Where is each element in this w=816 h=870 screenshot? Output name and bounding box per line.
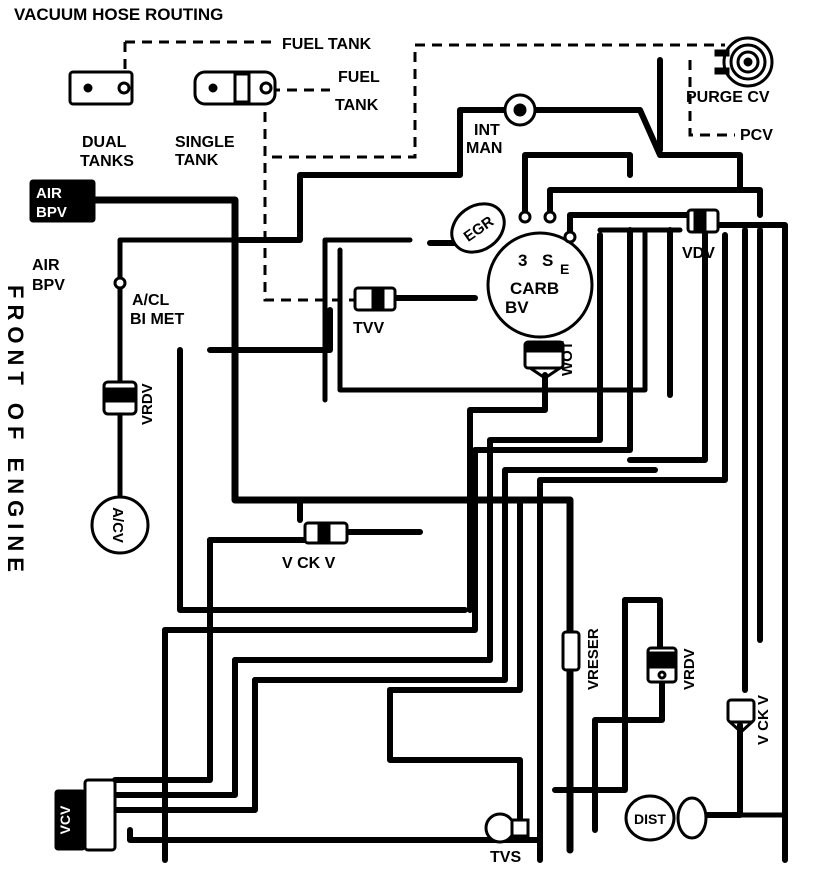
man-label: MAN — [466, 140, 502, 157]
tanks-label: TANKS — [80, 153, 134, 170]
vreser-reservoir — [561, 630, 581, 672]
carburetor: 3 S E CARB BV — [486, 210, 594, 339]
fuel-label: FUEL — [338, 69, 380, 86]
tvs-switch — [484, 812, 530, 844]
vckv-mid-label: V CK V — [282, 555, 336, 572]
bpv-label: BPV — [32, 277, 65, 294]
vckv-mid-valve — [303, 521, 349, 545]
air-bpv-box-label-1: AIR — [36, 185, 62, 202]
int-label: INT — [474, 122, 500, 139]
wot-switch — [523, 340, 565, 380]
carb-bv-label: BV — [505, 298, 529, 317]
vckv-right-valve — [726, 698, 756, 734]
single-tank-dash-down — [263, 95, 360, 302]
vrdv-right-label: VRDV — [681, 648, 698, 690]
distributor: DIST — [624, 794, 708, 842]
carb-port-e-label: E — [560, 261, 569, 277]
carb-label: CARB — [510, 279, 559, 298]
acv-label: A/CV — [109, 507, 126, 543]
dist-label: DIST — [634, 811, 666, 827]
diagram-title: VACUUM HOSE ROUTING — [14, 5, 223, 24]
air-bpv-valve: AIR BPV — [29, 179, 96, 223]
single-tank-label: TANK — [175, 152, 219, 169]
purge-cv-canister — [714, 36, 774, 88]
tvs-label: TVS — [490, 849, 521, 866]
purge-cv-label: PURGE CV — [686, 89, 770, 106]
vckv-right-label: V CK V — [755, 695, 772, 745]
tvv-label: TVV — [353, 320, 384, 337]
egr-valve: EGR — [450, 202, 506, 254]
pcv-label: PCV — [740, 127, 773, 144]
air-label: AIR — [32, 257, 60, 274]
vrdv-left-label: VRDV — [139, 383, 156, 425]
carb-port-3-label: 3 — [518, 251, 527, 270]
tvv-valve — [353, 286, 397, 312]
dual-tank-bracket — [68, 70, 134, 106]
vcv-valve: VCV — [54, 778, 117, 852]
vdv-label: VDV — [682, 245, 715, 262]
wot-label: WOT — [559, 341, 576, 376]
vrdv-right-valve — [646, 646, 678, 684]
acl-label: A/CL — [132, 292, 170, 309]
fuel-tank-top-label: FUEL TANK — [282, 36, 372, 53]
acl-bimet-fitting — [113, 276, 127, 290]
acv-valve: A/CV — [90, 495, 150, 555]
tank-label: TANK — [335, 97, 379, 114]
front-of-engine-label: FRONT OF ENGINE — [3, 285, 28, 578]
single-label: SINGLE — [175, 134, 235, 151]
pcv-dash — [688, 60, 735, 137]
purge-dash-route — [272, 43, 725, 159]
vcv-label: VCV — [57, 805, 73, 834]
single-tank-bracket — [193, 70, 277, 106]
solid-vacuum-hoses — [91, 57, 788, 863]
int-man-fitting — [503, 93, 537, 127]
fuel-tank-dashed-hoses — [123, 40, 735, 302]
bi-met-label: BI MET — [130, 311, 184, 328]
vdv-valve — [686, 208, 720, 234]
carb-port-s-label: S — [542, 251, 553, 270]
vreser-label: VRESER — [585, 628, 602, 690]
vrdv-left-valve — [102, 380, 138, 416]
air-bpv-box-label-2: BPV — [36, 204, 67, 221]
dual-label: DUAL — [82, 134, 127, 151]
